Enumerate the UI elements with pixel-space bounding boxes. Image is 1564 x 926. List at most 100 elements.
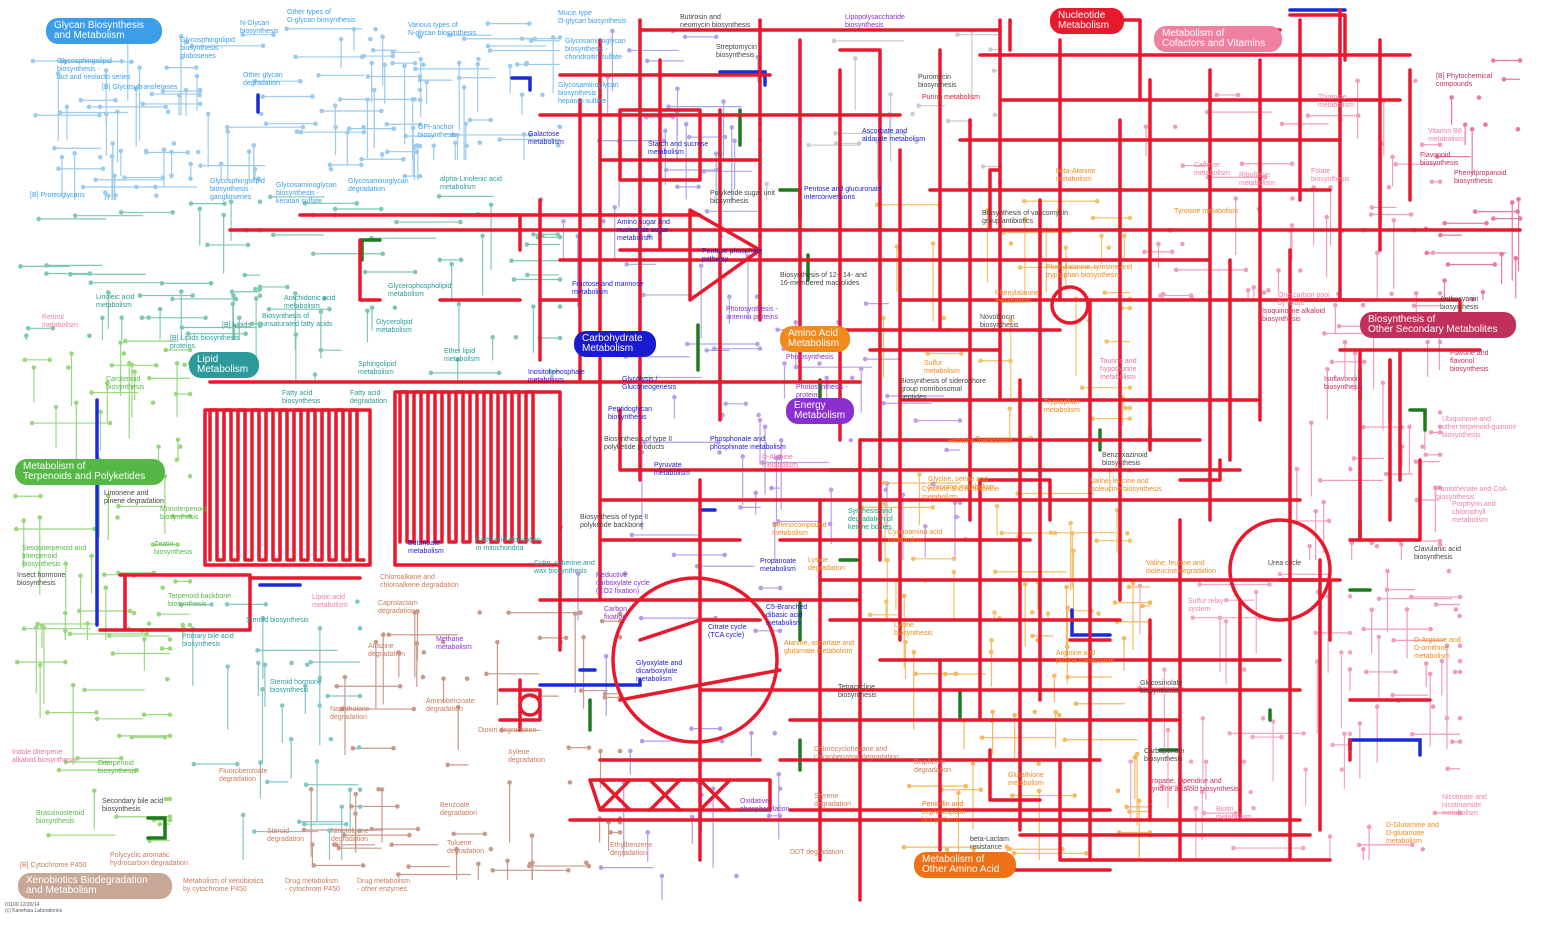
pathway-label[interactable]: Reductive carboxylate cycle (CO2 fixatio… <box>596 572 650 595</box>
pathway-label[interactable]: Bisphenol degradation <box>914 759 951 774</box>
category-nucleotide-metabolism[interactable]: Nucleotide Metabolism <box>1050 8 1124 34</box>
pathway-label[interactable]: Purine metabolism <box>922 94 980 101</box>
pathway-label[interactable]: Taurine and hypotaurine metabolism <box>1100 358 1137 381</box>
pathway-label[interactable]: Tropane, piperidine and pyridine alkaloi… <box>1148 778 1239 793</box>
pathway-label[interactable]: Anthocyanin biosynthesis <box>1440 296 1479 311</box>
category-cofactors-vitamins[interactable]: Metabolism of Cofactors and Vitamins <box>1154 26 1282 52</box>
pathway-label[interactable]: Biosynthesis of unsaturated fatty acids <box>262 313 333 328</box>
pathway-label[interactable]: Fatty acid biosynthesis <box>282 390 321 405</box>
pathway-label[interactable]: Butirosin and neomycin biosynthesis <box>680 14 751 29</box>
pathway-label[interactable]: [B] Phytochemical compounds <box>1436 73 1493 88</box>
pathway-label[interactable]: Methane metabolism <box>436 636 472 651</box>
pathway-label[interactable]: Phenylalanine metabolism <box>995 290 1039 305</box>
pathway-label[interactable]: Glycine, serine and threonine metabolism <box>928 476 995 491</box>
pathway-label[interactable]: Biosynthesis of vancomycin group antibio… <box>982 210 1068 225</box>
pathway-label[interactable]: Indole diterpene alkaloid biosynthesis <box>12 749 77 764</box>
pathway-label[interactable]: Steroid degradation <box>267 828 304 843</box>
pathway-label[interactable]: Phenylalanine, tyrosine and tryptophan b… <box>1046 264 1133 279</box>
pathway-label[interactable]: [B] Proteoglycans <box>30 192 85 199</box>
pathway-label[interactable]: Biosynthesis of type II polyketide produ… <box>604 436 673 451</box>
pathway-label[interactable]: Propanoate metabolism <box>760 558 797 573</box>
pathway-label[interactable]: Nitrotoluene degradation <box>331 828 369 843</box>
pathway-label[interactable]: Vitamin B6 metabolism <box>1428 128 1464 143</box>
pathway-label[interactable]: Isoquinoline alkaloid biosynthesis <box>1262 308 1326 323</box>
pathway-label[interactable]: Terpenoid backbone biosynthesis <box>168 593 232 608</box>
pathway-label[interactable]: Sphingolipid metabolism <box>358 361 397 376</box>
pathway-label[interactable]: Ubiquinone and other terpenoid-quinone b… <box>1442 416 1517 439</box>
category-terpenoids-polyketides[interactable]: Metabolism of Terpenoids and Polyketides <box>15 459 165 485</box>
pathway-label[interactable]: Flavone and flavonol biosynthesis <box>1450 350 1489 373</box>
pathway-label[interactable]: Streptomycin biosynthesis <box>716 44 757 59</box>
pathway-label[interactable]: Lipoic acid metabolism <box>312 594 348 609</box>
pathway-label[interactable]: Caffeine metabolism <box>1194 162 1230 177</box>
pathway-label[interactable]: Zeatin biosynthesis <box>154 541 193 556</box>
pathway-label[interactable]: Cutin, suberine and wax biosynthesis <box>534 560 595 575</box>
pathway-label[interactable]: Diterpenoid biosynthesis <box>98 760 137 775</box>
pathway-label[interactable]: N-Glycan biosynthesis <box>240 20 279 35</box>
pathway-label[interactable]: Mucin type O-glycan biosynthesis <box>558 10 627 25</box>
pathway-label[interactable]: Atrazine degradation <box>368 643 405 658</box>
pathway-label[interactable]: Oxidative phosphorylation <box>740 798 790 813</box>
pathway-label[interactable]: Monoterpenoid biosynthesis <box>160 506 207 521</box>
pathway-label[interactable]: Glycosaminoglycan degradation <box>348 178 409 193</box>
pathway-label[interactable]: Thiamine metabolism <box>1318 94 1354 109</box>
pathway-label[interactable]: Styrene degradation <box>814 793 851 808</box>
pathway-label[interactable]: Xylene degradation <box>508 749 545 764</box>
pathway-label[interactable]: Carbapenem biosynthesis <box>1144 748 1185 763</box>
pathway-label[interactable]: Dioxin degradation <box>478 727 537 734</box>
pathway-label[interactable]: Pentose and glucuronate interconversions <box>804 186 882 201</box>
pathway-label[interactable]: Other glycan degradation <box>243 72 283 87</box>
category-amino-acid-metabolism[interactable]: Amino Acid Metabolism <box>780 326 850 352</box>
pathway-label[interactable]: Riboflavin metabolism <box>1239 172 1275 187</box>
pathway-label[interactable]: Isoflavonoid biosynthesis <box>1324 376 1363 391</box>
pathway-label[interactable]: Various types of N-glycan biosynthesis <box>408 22 477 37</box>
pathway-label[interactable]: Inositol phosphate metabolism <box>528 369 585 384</box>
pathway-label[interactable]: Glucosinolate biosynthesis <box>1140 680 1183 695</box>
pathway-label[interactable]: Photosynthesis <box>786 354 834 361</box>
pathway-label[interactable]: Urea cycle <box>1268 560 1302 567</box>
pathway-label[interactable]: Glyoxylate and dicarboxylate metabolism <box>636 660 683 683</box>
pathway-label[interactable]: Steroid hormone biosynthesis <box>270 679 322 694</box>
pathway-label[interactable]: Caprolactam degradation <box>378 600 418 615</box>
pathway-label[interactable]: Peptidoglycan biosynthesis <box>608 406 652 421</box>
category-other-amino-acid[interactable]: Metabolism of Other Amino Acid <box>914 852 1016 878</box>
category-carbohydrate-metabolism[interactable]: Carbohydrate Metabolism <box>574 331 656 357</box>
pathway-label[interactable]: Glycosaminoglycan biosynthesis - keratan… <box>276 182 337 205</box>
pathway-label[interactable]: Starch and sucrose metabolism <box>648 141 709 156</box>
category-energy-metabolism[interactable]: Energy Metabolism <box>786 398 854 424</box>
pathway-label[interactable]: Ascorbate and aldarate metabolism <box>862 128 926 143</box>
pathway-label[interactable]: D-Alanine metabolism <box>762 454 798 469</box>
pathway-label[interactable]: Pantothenate and CoA biosynthesis <box>1436 486 1507 501</box>
pathway-label[interactable]: Glycolysis / Gluconeogenesis <box>622 376 677 391</box>
pathway-label[interactable]: Fructose and mannose metabolism <box>572 281 644 296</box>
pathway-label[interactable]: Biosynthesis of siderophore group nonrib… <box>900 378 986 401</box>
pathway-label[interactable]: Arachidonic acid metabolism <box>284 295 336 310</box>
pathway-label[interactable]: Valine, leucine and isoleucine degradati… <box>1146 560 1217 575</box>
pathway-label[interactable]: Aminobenzoate degradation <box>426 698 475 713</box>
pathway-label[interactable]: [B] Glycosyltransferases <box>102 84 178 91</box>
pathway-label[interactable]: Glycosphingolipid biosynthesis - lact an… <box>57 58 131 81</box>
pathway-label[interactable]: Alanine, aspartate and glutamate metabol… <box>784 640 855 655</box>
pathway-label[interactable]: Photosynthesis - antenna proteins <box>726 306 779 321</box>
pathway-label[interactable]: Chlorocyclohexane and chlorobenzene degr… <box>814 746 899 761</box>
pathway-label[interactable]: Puromycin biosynthesis <box>918 74 957 89</box>
pathway-label[interactable]: Pyruvate metabolism <box>654 462 690 477</box>
pathway-label[interactable]: Flavonoid biosynthesis <box>1420 152 1459 167</box>
pathway-label[interactable]: Ether lipid metabolism <box>444 348 480 363</box>
pathway-label[interactable]: Glycosphingolipid biosynthesis - ganglio… <box>210 178 265 201</box>
pathway-label[interactable]: Cyanoamino acid metabolism <box>888 529 943 544</box>
pathway-label[interactable]: Benzoate degradation <box>440 802 477 817</box>
pathway-label[interactable]: One carbon pool by folate <box>1278 292 1330 307</box>
pathway-label[interactable]: beta-Lactam resistance <box>970 836 1009 851</box>
pathway-label[interactable]: Citrate cycle (TCA cycle) <box>708 624 747 639</box>
pathway-label[interactable]: D-Arginine and D-ornithine metabolism <box>1414 637 1461 660</box>
pathway-label[interactable]: Steroid biosynthesis <box>246 617 309 624</box>
pathway-label[interactable]: Brassinosteroid biosynthesis <box>36 810 85 825</box>
pathway-label[interactable]: Synthesis and degradation of ketone bodi… <box>848 508 893 531</box>
pathway-label[interactable]: Lysine biosynthesis <box>894 622 933 637</box>
pathway-label[interactable]: Polyketide sugar unit biosynthesis <box>710 190 775 205</box>
pathway-label[interactable]: Ethylbenzene degradation <box>610 842 653 857</box>
pathway-label[interactable]: Toluene degradation <box>447 840 484 855</box>
pathway-label[interactable]: Photosynthesis - proteins <box>796 384 848 399</box>
pathway-label[interactable]: Lysine degradation <box>808 557 845 572</box>
